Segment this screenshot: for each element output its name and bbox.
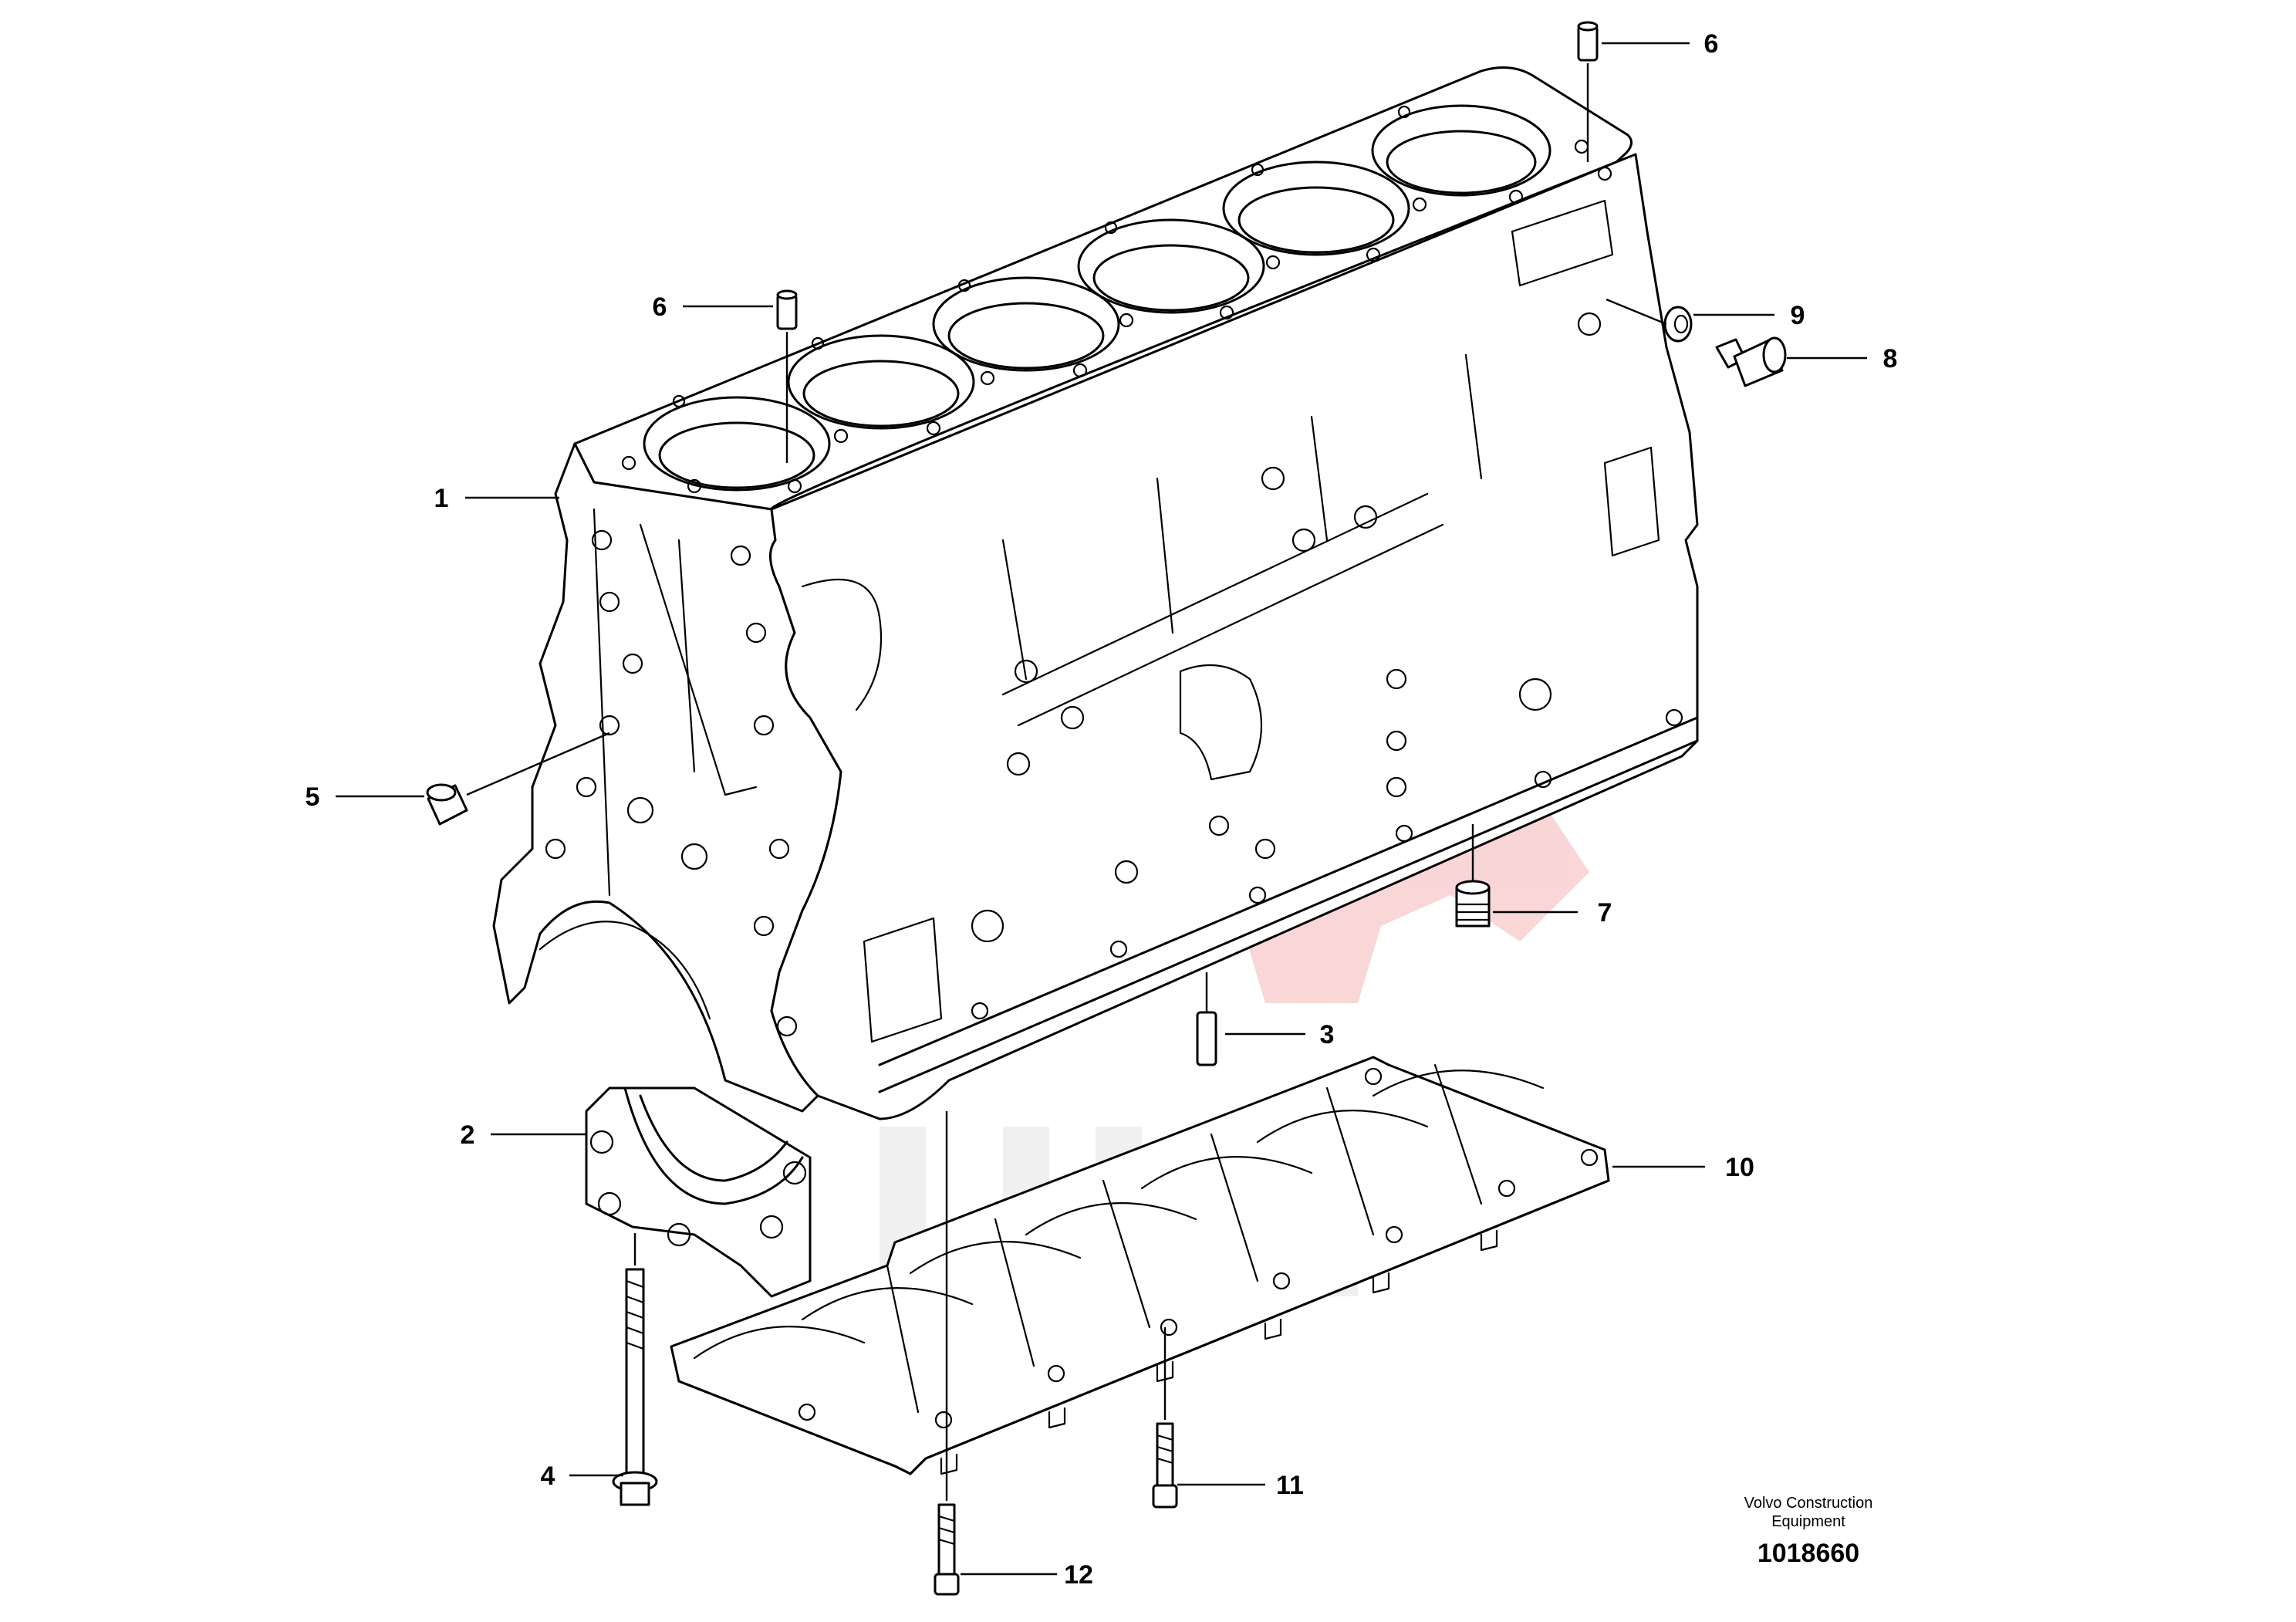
callout-label-6-right: 6 bbox=[1704, 29, 1719, 59]
reference-number: 1018660 bbox=[1757, 1539, 1859, 1568]
main-bearing-cap bbox=[585, 1086, 812, 1298]
callout-10: 10 bbox=[1612, 1153, 1754, 1182]
caption-line-2: Equipment bbox=[1771, 1513, 1845, 1530]
callout-12: 12 bbox=[945, 1111, 1093, 1590]
callout-6-left: 6 bbox=[653, 292, 788, 463]
callout-3: 3 bbox=[1205, 972, 1335, 1049]
callout-9: 9 bbox=[1606, 298, 1805, 330]
callout-4: 4 bbox=[541, 1233, 636, 1491]
callout-6-right: 6 bbox=[1586, 29, 1719, 162]
callout-label-4: 4 bbox=[541, 1461, 555, 1491]
dowel-pin-3 bbox=[1196, 1011, 1217, 1066]
frame-bolt-12 bbox=[934, 1503, 960, 1596]
callout-label-8: 8 bbox=[1883, 344, 1898, 373]
cap-bolt-4 bbox=[612, 1268, 658, 1506]
callout-label-5: 5 bbox=[306, 782, 320, 812]
cylinder-block bbox=[492, 66, 1699, 1120]
caption-block: Volvo Construction Equipment 1018660 bbox=[1744, 1495, 1873, 1568]
callout-label-12: 12 bbox=[1064, 1560, 1093, 1590]
dowel-pin-6-right bbox=[1577, 21, 1599, 62]
callout-label-7: 7 bbox=[1598, 898, 1612, 928]
callout-label-6-left: 6 bbox=[653, 292, 667, 322]
callout-5: 5 bbox=[306, 732, 610, 812]
callout-label-1: 1 bbox=[434, 484, 449, 513]
washer-9 bbox=[1663, 306, 1693, 343]
caption-line-1: Volvo Construction bbox=[1744, 1495, 1873, 1512]
callout-label-2: 2 bbox=[461, 1120, 475, 1150]
callout-label-10: 10 bbox=[1725, 1153, 1754, 1182]
frame-bolt-11 bbox=[1152, 1422, 1178, 1509]
callout-1: 1 bbox=[434, 484, 559, 513]
callout-2: 2 bbox=[461, 1120, 586, 1150]
callout-label-9: 9 bbox=[1791, 301, 1805, 330]
callout-7: 7 bbox=[1471, 824, 1612, 928]
dowel-pin-6-left bbox=[776, 289, 798, 330]
callout-label-3: 3 bbox=[1320, 1020, 1335, 1049]
callout-11: 11 bbox=[1163, 1327, 1304, 1500]
callout-label-11: 11 bbox=[1276, 1471, 1304, 1500]
callout-8: 8 bbox=[1787, 344, 1897, 373]
ladder-frame bbox=[670, 1056, 1610, 1475]
drain-plug-8 bbox=[1715, 336, 1787, 387]
plug-5 bbox=[426, 783, 468, 826]
threaded-plug-7 bbox=[1455, 880, 1491, 928]
